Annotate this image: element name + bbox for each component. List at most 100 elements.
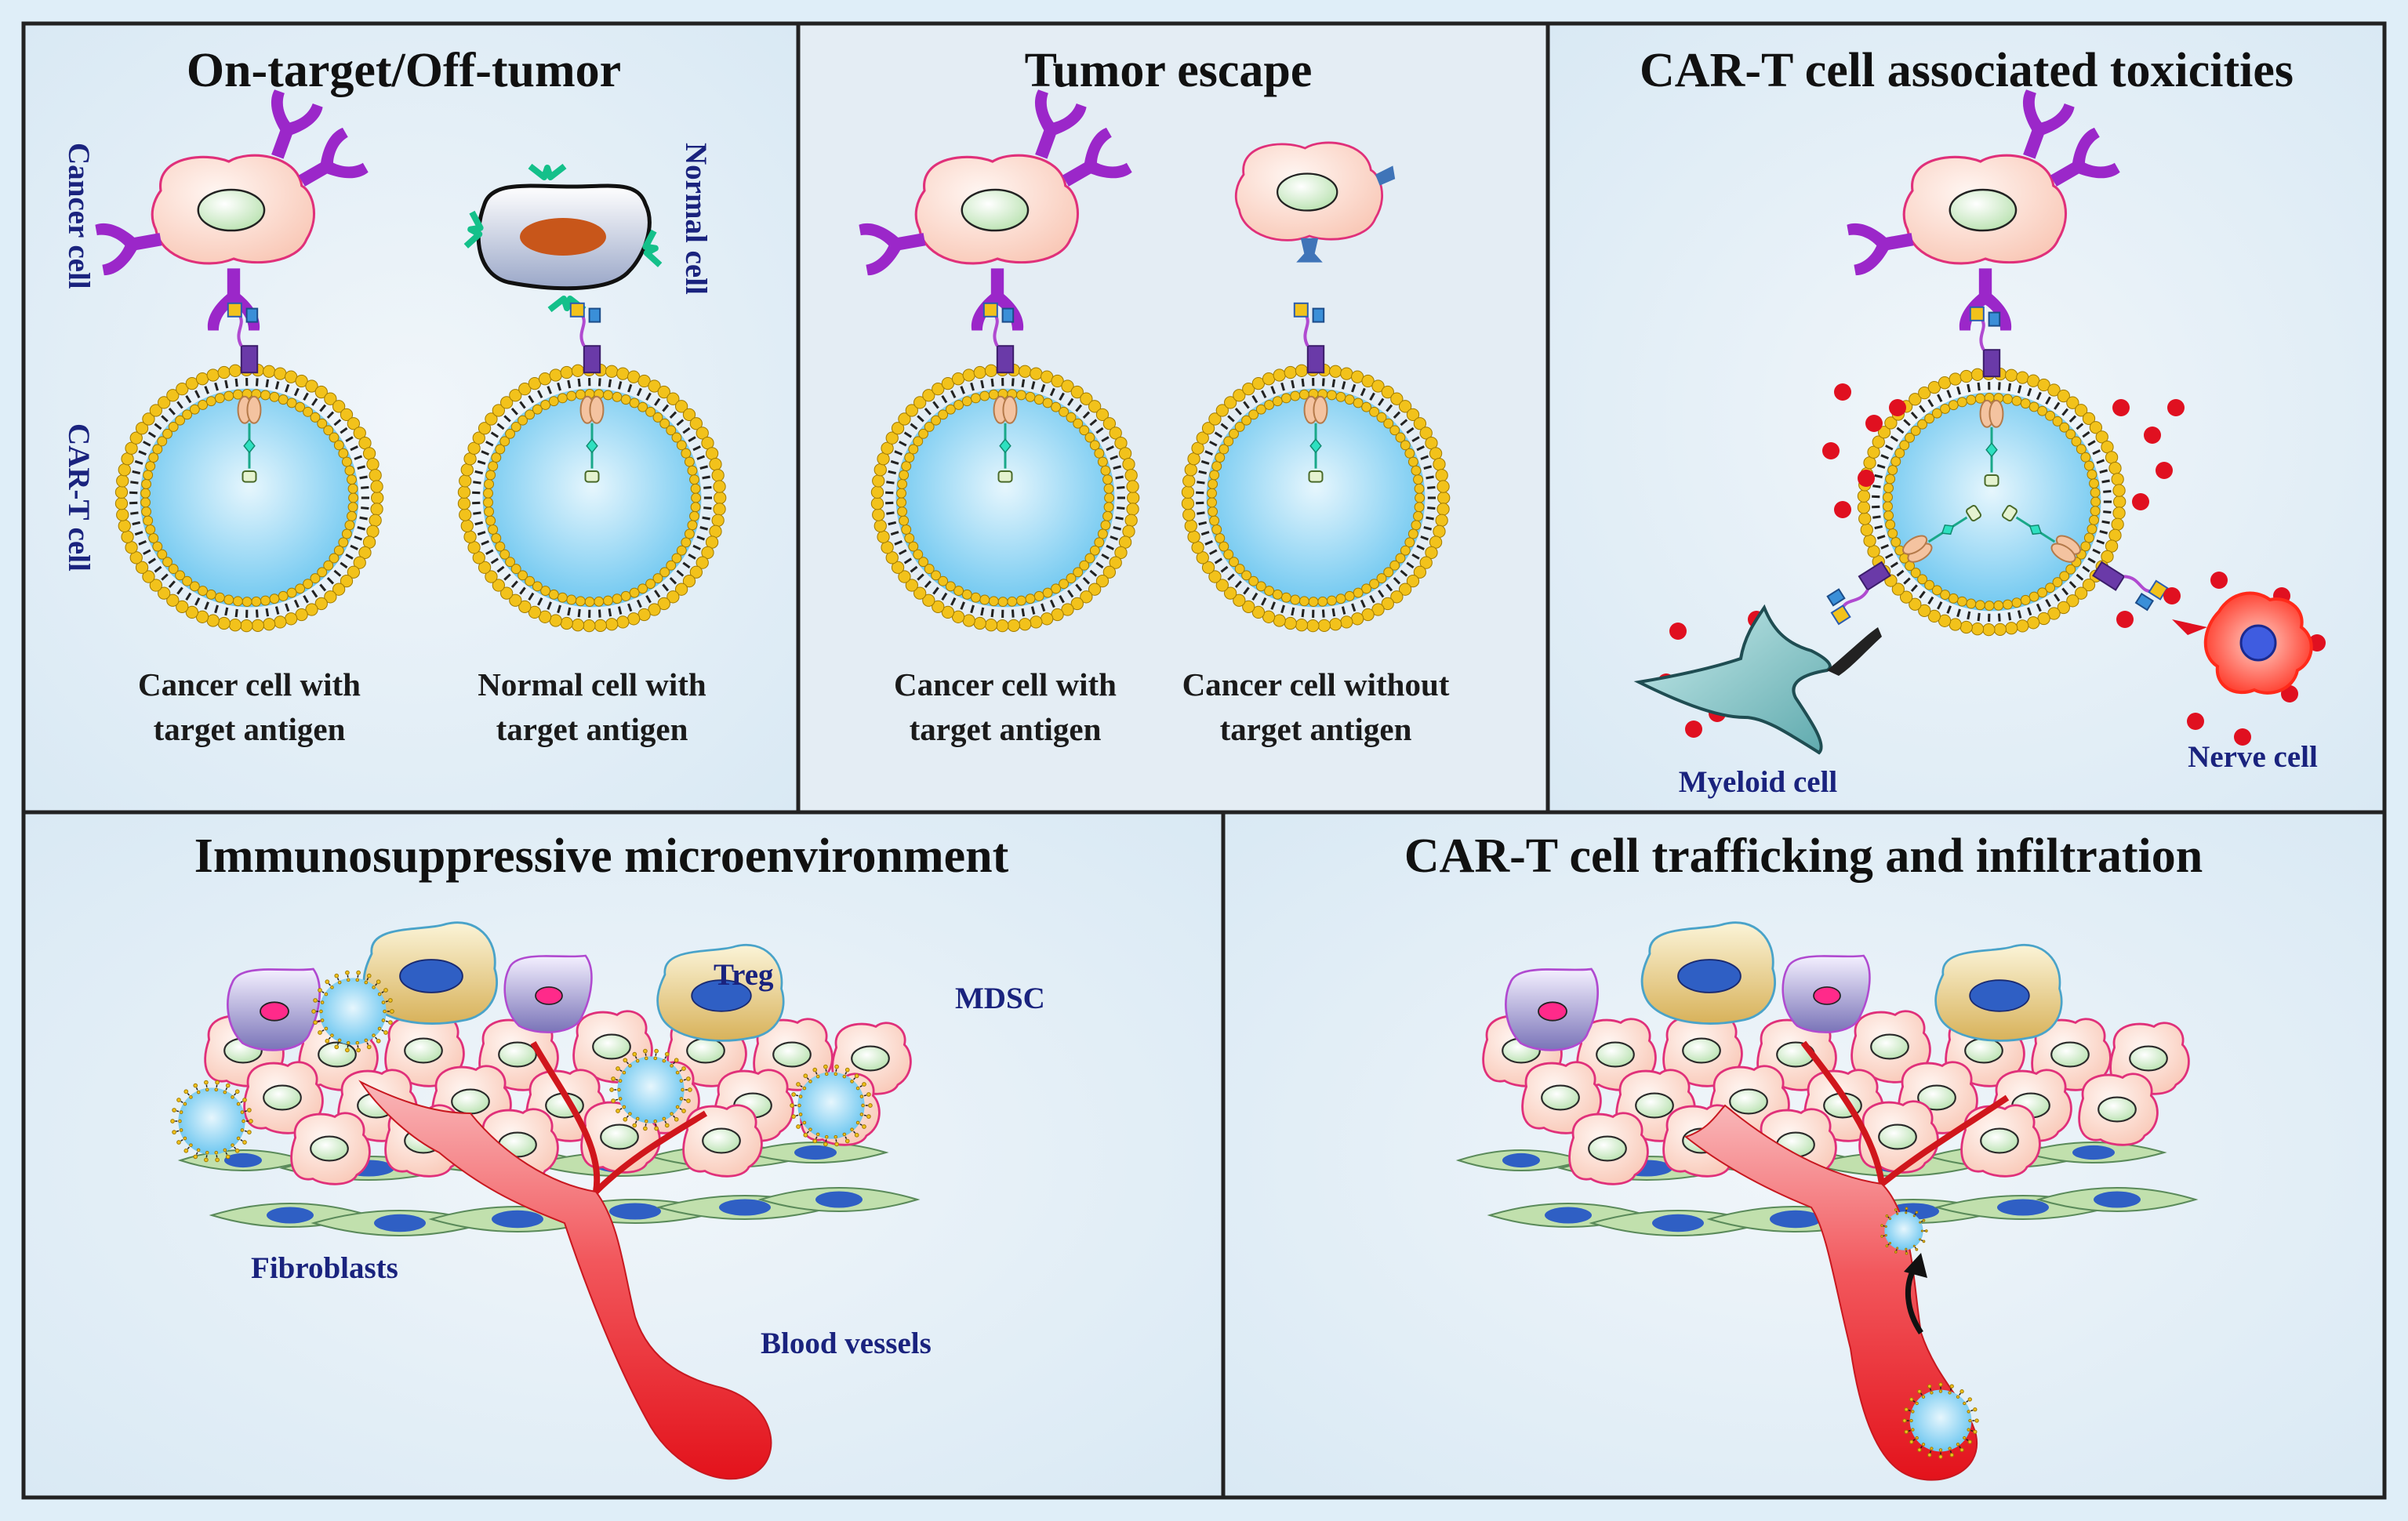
antigen-icon bbox=[1034, 89, 1087, 159]
lipid-head bbox=[1094, 448, 1105, 459]
lipid-head bbox=[500, 586, 514, 600]
lipid-head bbox=[1395, 553, 1406, 564]
lipid-tail bbox=[240, 1138, 243, 1142]
lipid-head bbox=[141, 506, 152, 517]
lipid-tail bbox=[1966, 1439, 1969, 1441]
fibroblast-nucleus bbox=[1770, 1210, 1821, 1229]
lipid-tail bbox=[161, 415, 169, 423]
lipid-head bbox=[1880, 1235, 1883, 1238]
lipid-head bbox=[205, 1150, 209, 1155]
lipid-head bbox=[1967, 1410, 1970, 1414]
lipid-head bbox=[913, 549, 924, 560]
lipid-tail bbox=[1420, 535, 1429, 541]
lipid-tail bbox=[185, 395, 192, 404]
lipid-head bbox=[337, 1038, 342, 1043]
lipid-head bbox=[1863, 456, 1876, 470]
lipid-tail bbox=[1895, 1211, 1898, 1213]
lipid-head bbox=[338, 537, 349, 548]
lipid-head bbox=[518, 570, 528, 581]
lipid-head bbox=[1255, 404, 1266, 415]
lipid-head bbox=[1094, 537, 1105, 548]
lipid-head bbox=[129, 551, 143, 564]
vessel-branch bbox=[1800, 1040, 1885, 1185]
normal-nucleus bbox=[520, 218, 606, 256]
lipid-head bbox=[460, 519, 474, 532]
lipid-head bbox=[918, 557, 928, 568]
lipid-tail bbox=[1959, 1446, 1961, 1449]
lipid-tail bbox=[214, 382, 219, 391]
lipid-tail bbox=[1227, 415, 1235, 423]
lipid-head bbox=[1329, 618, 1342, 631]
lipid-tail bbox=[910, 565, 918, 573]
lipid-head bbox=[2080, 452, 2091, 463]
lipid-head bbox=[1891, 583, 1905, 596]
mdsc-nucleus bbox=[399, 959, 463, 993]
lipid-head bbox=[1080, 590, 1093, 604]
lipid-tail bbox=[1369, 594, 1375, 604]
car-transmembrane bbox=[583, 345, 601, 374]
lipid-head bbox=[689, 565, 703, 579]
caption-te-right-1: Cancer cell without bbox=[1182, 666, 1450, 702]
lipid-head bbox=[1949, 1453, 1954, 1457]
lipid-head bbox=[931, 570, 942, 581]
lipid-head bbox=[1938, 376, 1952, 390]
lipid-tail bbox=[903, 431, 913, 438]
lipid-tail bbox=[1919, 405, 1926, 413]
lipid-tail bbox=[234, 608, 238, 618]
cancer-nucleus bbox=[1682, 1037, 1721, 1064]
lipid-tail bbox=[2092, 449, 2101, 456]
lipid-head bbox=[566, 594, 577, 605]
blood-vessel bbox=[1683, 1104, 1978, 1481]
lipid-head bbox=[1956, 596, 1967, 607]
lipid-head bbox=[611, 1098, 616, 1103]
antigen-shape bbox=[271, 89, 323, 159]
lipid-tail bbox=[806, 1077, 809, 1080]
lipid-tail bbox=[503, 415, 511, 423]
lipid-head bbox=[274, 367, 287, 380]
lipid-head bbox=[347, 483, 358, 494]
lipid-tail bbox=[899, 441, 907, 447]
lipid-head bbox=[635, 1116, 640, 1121]
lipid-head bbox=[240, 1128, 245, 1132]
lipid-tail bbox=[1880, 454, 1889, 460]
signal-cylinder bbox=[997, 470, 1013, 483]
lipid-head bbox=[1264, 400, 1275, 410]
lipid-head bbox=[1948, 400, 1959, 411]
lipid-head bbox=[1883, 501, 1893, 512]
lipid-head bbox=[1922, 1218, 1926, 1222]
lipid-tail bbox=[255, 378, 259, 387]
lipid-head bbox=[1905, 1207, 1909, 1211]
lipid-head bbox=[320, 1018, 325, 1022]
cancer-nucleus bbox=[851, 1045, 890, 1072]
lipid-head bbox=[791, 1092, 796, 1097]
migration-arrow-icon bbox=[1905, 1269, 1923, 1334]
lipid-head bbox=[205, 396, 216, 407]
fibroblast-nucleus bbox=[267, 1207, 314, 1224]
lipid-head bbox=[356, 1047, 361, 1053]
lipid-head bbox=[1114, 546, 1128, 560]
lipid-tail bbox=[195, 1152, 198, 1155]
car-receptor bbox=[227, 302, 262, 483]
lipid-head bbox=[295, 374, 308, 388]
lipid-head bbox=[872, 474, 885, 488]
lipid-head bbox=[1215, 579, 1229, 592]
lipid-head bbox=[463, 530, 477, 543]
diagram-content bbox=[95, 89, 2326, 1481]
cytokine-dot bbox=[2210, 572, 2228, 589]
lipid-head bbox=[1930, 1447, 1934, 1450]
lipid-head bbox=[157, 436, 168, 447]
lipid-tail bbox=[886, 511, 895, 515]
lipid-head bbox=[1894, 1251, 1898, 1254]
lipid-head bbox=[854, 1073, 859, 1079]
lipid-head bbox=[353, 427, 366, 440]
lipid-head bbox=[1124, 514, 1138, 527]
lipid-head bbox=[1956, 397, 1967, 408]
lipid-tail bbox=[627, 383, 633, 393]
caption-ot-right-2: target antigen bbox=[496, 711, 688, 747]
lipid-tail bbox=[176, 401, 183, 409]
lipid-tail bbox=[2068, 581, 2077, 589]
lipid-head bbox=[313, 998, 318, 1003]
lipid-head bbox=[1066, 412, 1077, 423]
lipid-tail bbox=[474, 521, 484, 526]
lipid-head bbox=[1938, 1454, 1943, 1459]
